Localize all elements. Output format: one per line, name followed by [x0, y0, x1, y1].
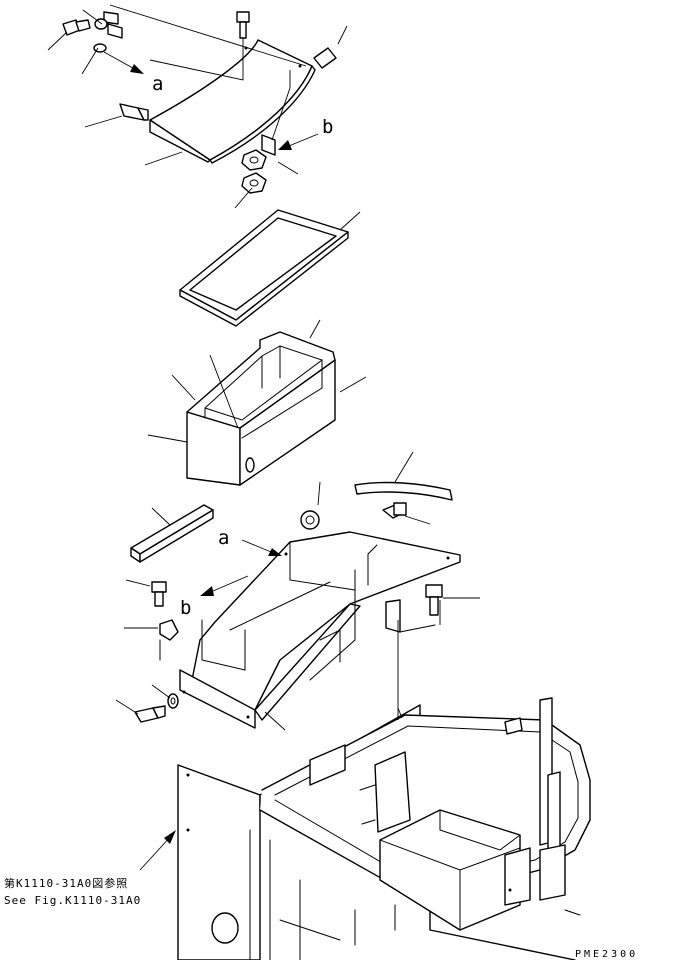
hex-nut-lower: [241, 172, 267, 194]
support-bracket-right: [385, 599, 441, 633]
reference-note-jp: 第K1110-31A0図参照: [4, 876, 128, 890]
callout-b-top: b: [322, 116, 333, 138]
right-threaded-fitting: [313, 47, 337, 69]
gasket-frame: [179, 209, 361, 327]
arrow-b-lower: b: [180, 575, 249, 619]
lid-bracket-plate: [261, 134, 276, 156]
arrow-a-top: a: [103, 51, 163, 95]
top-assembly-leader-lines: [47, 4, 348, 209]
storage-box: [147, 319, 367, 486]
washer-bottom-left: [151, 684, 179, 709]
top-bolt: [236, 11, 250, 39]
top-cover-lid: [149, 39, 316, 164]
flange-bolt-upper: [382, 502, 431, 525]
top-clamp-fitting: [93, 11, 123, 53]
main-chassis-frame: [177, 620, 591, 960]
flange-bolt-right: [425, 584, 480, 616]
bolt-bottom-left: [115, 699, 166, 723]
top-left-cable-fitting: [62, 19, 91, 36]
reference-note-en: See Fig.K1110-31A0: [4, 894, 141, 907]
main-bracket-plate: [179, 531, 461, 731]
left-threaded-fitting: [119, 103, 149, 121]
callout-a-lower: a: [218, 527, 229, 549]
callout-a-top: a: [152, 73, 163, 95]
rubber-strip-right: [354, 451, 453, 501]
hex-nut-upper: [241, 149, 267, 171]
drawing-code: PME2300: [575, 949, 638, 960]
reference-arrow: [139, 830, 176, 871]
arrow-b-top: b: [278, 116, 333, 150]
bolt-left: [125, 579, 167, 607]
arrow-a-lower: a: [218, 527, 282, 556]
callout-b-lower: b: [180, 597, 191, 619]
clip-left: [124, 619, 179, 661]
collar-nut: [300, 481, 321, 530]
rubber-strip-left: [130, 504, 214, 563]
